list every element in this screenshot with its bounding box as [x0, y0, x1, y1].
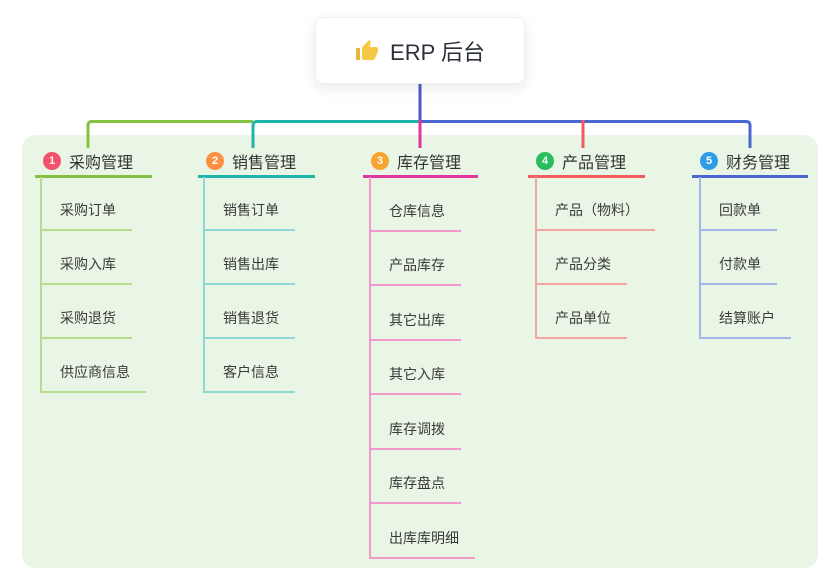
child-node[interactable]: 销售出库	[205, 231, 295, 285]
child-node[interactable]: 回款单	[701, 177, 777, 231]
branch-children: 采购订单 采购入库 采购退货 供应商信息	[40, 177, 146, 393]
child-node[interactable]: 结算账户	[701, 285, 791, 339]
branch-children: 回款单 付款单 结算账户	[699, 177, 791, 339]
branch-badge: 1	[43, 151, 61, 170]
branch-badge: 2	[206, 151, 224, 170]
child-node[interactable]: 产品分类	[537, 231, 627, 285]
child-node[interactable]: 仓库信息	[371, 177, 461, 232]
branch-title: 产品管理	[562, 154, 627, 172]
branch-title: 库存管理	[397, 154, 462, 172]
purchase-management-node[interactable]: 1 采购管理	[35, 146, 152, 178]
child-node[interactable]: 供应商信息	[42, 339, 146, 393]
branch-children: 仓库信息 产品库存 其它出库 其它入库 库存调拨 库存盘点 出库库明细	[369, 177, 475, 559]
finance-management-node[interactable]: 5 财务管理	[692, 146, 808, 178]
child-node[interactable]: 产品库存	[371, 232, 461, 286]
branch-children: 产品（物料） 产品分类 产品单位	[535, 177, 655, 339]
branch-children: 销售订单 销售出库 销售退货 客户信息	[203, 177, 295, 393]
child-node[interactable]: 库存调拨	[371, 395, 461, 450]
branch-badge: 5	[700, 151, 718, 170]
child-node[interactable]: 其它入库	[371, 341, 461, 395]
child-node[interactable]: 出库库明细	[371, 504, 475, 559]
product-management-node[interactable]: 4 产品管理	[528, 146, 645, 178]
child-node[interactable]: 销售订单	[205, 177, 295, 231]
root-node-title: ERP 后台	[390, 39, 485, 65]
branch-title: 采购管理	[69, 154, 134, 172]
branch-badge: 4	[536, 151, 554, 170]
child-node[interactable]: 产品单位	[537, 285, 627, 339]
root-node[interactable]: ERP 后台	[315, 17, 525, 84]
child-node[interactable]: 采购退货	[42, 285, 132, 339]
child-node[interactable]: 产品（物料）	[537, 177, 655, 231]
inventory-management-node[interactable]: 3 库存管理	[363, 146, 478, 178]
branch-title: 销售管理	[232, 154, 297, 172]
child-node[interactable]: 客户信息	[205, 339, 295, 393]
sales-management-node[interactable]: 2 销售管理	[198, 146, 315, 178]
branch-badge: 3	[371, 151, 389, 170]
branch-title: 财务管理	[726, 154, 791, 172]
child-node[interactable]: 采购订单	[42, 177, 132, 231]
child-node[interactable]: 库存盘点	[371, 450, 461, 504]
child-node[interactable]: 销售退货	[205, 285, 295, 339]
child-node[interactable]: 采购入库	[42, 231, 132, 285]
child-node[interactable]: 其它出库	[371, 286, 461, 341]
child-node[interactable]: 付款单	[701, 231, 777, 285]
thumbs-up-icon	[355, 39, 379, 63]
branches-panel	[22, 135, 818, 568]
